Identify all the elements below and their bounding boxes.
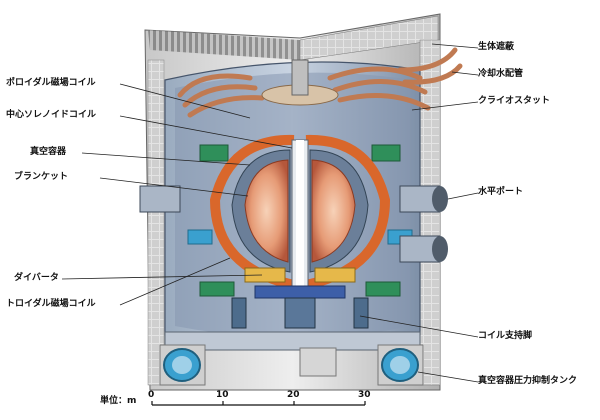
cooling-pipes: [177, 47, 463, 118]
scale-tick-label-10: 10: [216, 390, 229, 400]
label-coil-support: コイル支持脚: [478, 331, 533, 341]
label-cooling-pipe: 冷却水配管: [478, 69, 524, 79]
scale-tick-label-0: 0: [148, 390, 155, 400]
leader-lines-left: [61, 83, 293, 306]
label-central-solenoid: 中心ソレノイドコイル: [6, 110, 97, 120]
label-blanket: ブランケット: [14, 172, 69, 182]
label-toroidal-coil: トロイダル磁場コイル: [6, 299, 96, 309]
scale-bar: [151, 401, 366, 406]
label-divertor: ダイバータ: [14, 273, 59, 283]
label-horizontal-port: 水平ポート: [478, 187, 524, 197]
label-vacuum-vessel: 真空容器: [30, 147, 67, 157]
vacuum-vessel-structure: [231, 149, 369, 273]
pressure-suppression-tanks: [159, 344, 424, 386]
label-pressure-tank: 真空容器圧力抑制タンク: [478, 376, 578, 386]
scale-tick-label-20: 20: [287, 390, 300, 400]
central-solenoid-core: [296, 140, 304, 290]
horizontal-ports: [139, 185, 448, 263]
divertor-structure: [244, 267, 356, 299]
label-cryostat: クライオスタット: [478, 96, 551, 106]
cryostat-base: [164, 331, 421, 351]
scale-unit-label: 単位：m: [100, 396, 137, 406]
label-bio-shield: 生体遮蔽: [478, 42, 515, 52]
coil-support-legs: [231, 297, 369, 329]
label-poloidal-coil: ポロイダル磁場コイル: [6, 78, 96, 88]
scale-tick-label-30: 30: [358, 390, 371, 400]
leader-lines-right: [359, 43, 479, 383]
top-column: [291, 59, 309, 96]
